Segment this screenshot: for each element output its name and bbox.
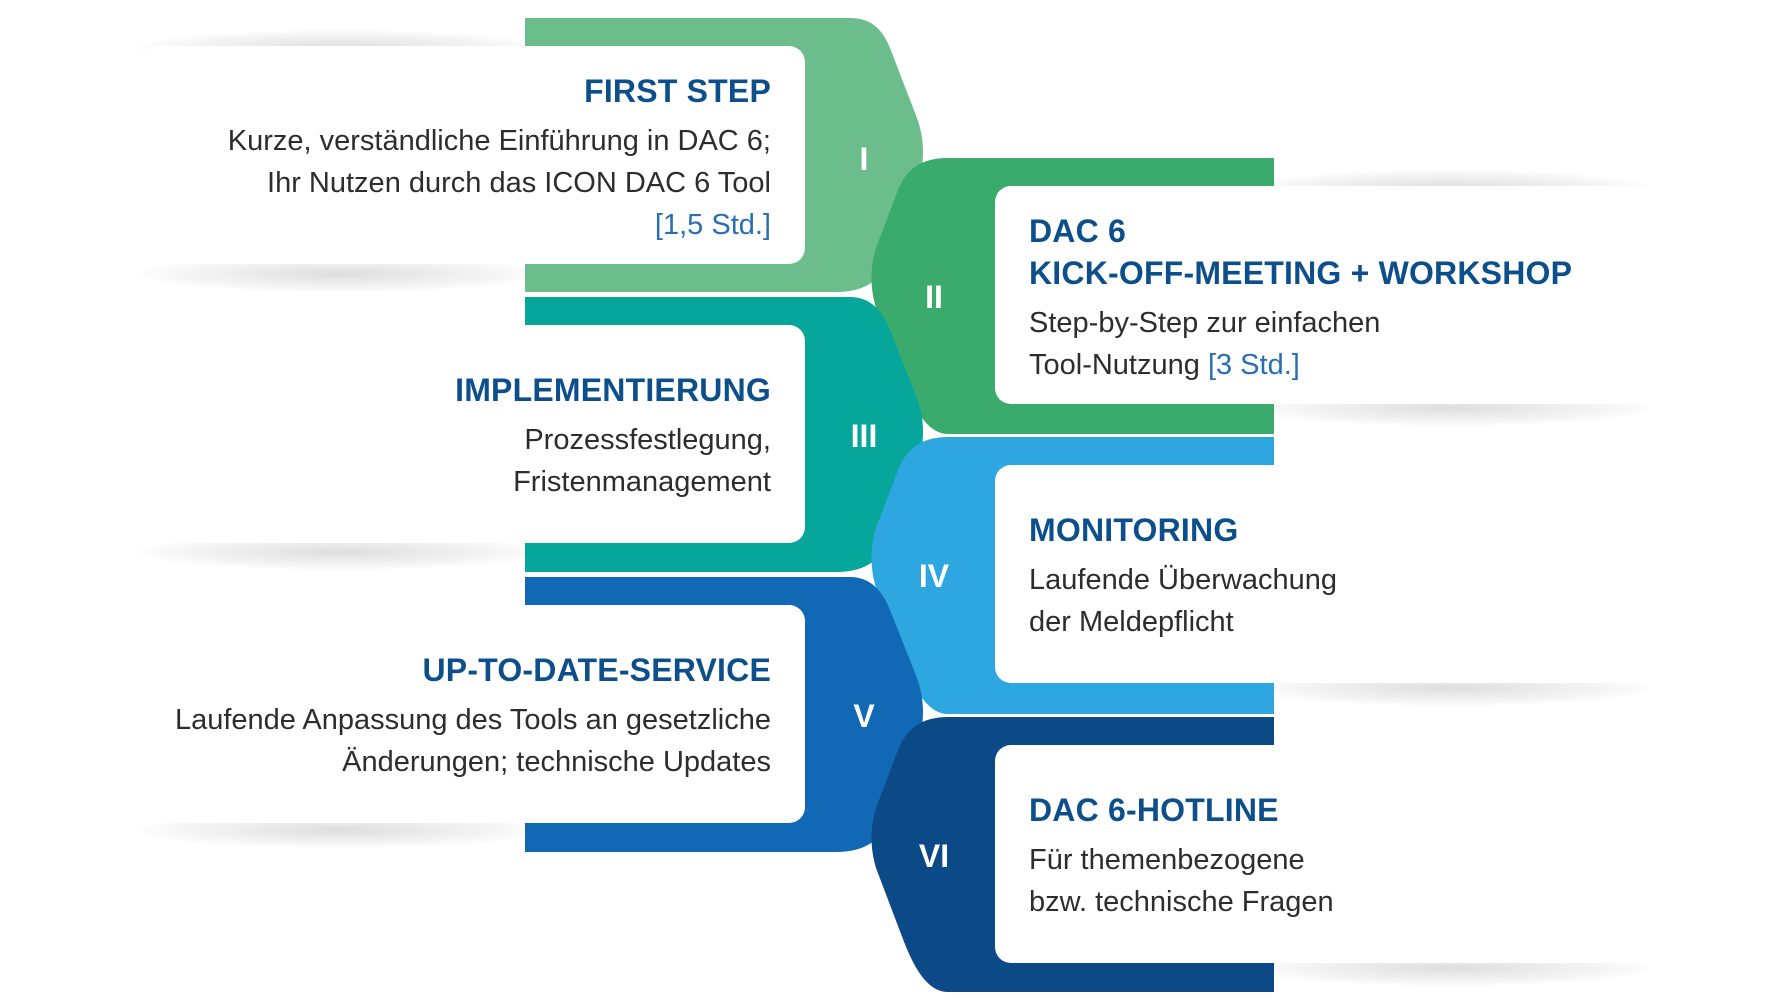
step-4-numeral: IV (919, 558, 950, 594)
step-3-desc-line-1: Prozessfestlegung, (524, 424, 771, 456)
step-6-description: Für themenbezogene bzw. technische Frage… (1029, 839, 1630, 923)
step-4-desc-line-1: Laufende Überwachung (1029, 564, 1337, 596)
step-2-title-line-1: DAC 6 (1029, 213, 1127, 249)
step-4-title: MONITORING (1029, 512, 1239, 548)
step-3-card: IMPLEMENTIERUNG Prozessfestlegung, Frist… (140, 325, 805, 543)
step-1-desc-line-2: Ihr Nutzen durch das ICON DAC 6 Tool (267, 167, 771, 199)
step-6-card: DAC 6-HOTLINE Für themenbezogene bzw. te… (995, 745, 1650, 963)
step-2-description: Step-by-Step zur einfachen Tool-Nutzung … (1029, 302, 1630, 386)
step-1-desc-line-1: Kurze, verständliche Einführung in DAC 6… (227, 125, 771, 157)
step-2-title-line-2: KICK-OFF-MEETING + WORKSHOP (1029, 255, 1573, 291)
step-6-desc-line-2: bzw. technische Fragen (1029, 886, 1334, 918)
step-2-desc-line-2: Tool-Nutzung (1029, 349, 1200, 381)
step-1-card: FIRST STEP Kurze, verständliche Einführu… (140, 46, 805, 264)
step-3-numeral: III (851, 418, 878, 454)
step-3-description: Prozessfestlegung, Fristenmanagement (160, 419, 771, 503)
step-2-card: DAC 6 KICK-OFF-MEETING + WORKSHOP Step-b… (995, 186, 1650, 404)
step-4-description: Laufende Überwachung der Meldepflicht (1029, 559, 1630, 643)
step-5-card: UP-TO-DATE-SERVICE Laufende Anpassung de… (140, 605, 805, 823)
step-2-desc-line-1: Step-by-Step zur einfachen (1029, 307, 1381, 339)
step-5-description: Laufende Anpassung des Tools an gesetzli… (160, 699, 771, 783)
step-5-numeral: V (853, 698, 875, 734)
step-5-desc-line-2: Änderungen; technische Updates (342, 746, 771, 778)
step-1-description: Kurze, verständliche Einführung in DAC 6… (160, 120, 771, 246)
step-2-numeral: II (925, 279, 943, 315)
step-3-desc-line-2: Fristenmanagement (513, 466, 771, 498)
step-1-duration: [1,5 Std.] (654, 209, 771, 241)
step-5-desc-line-1: Laufende Anpassung des Tools an gesetzli… (174, 704, 771, 736)
step-1-title: FIRST STEP (584, 73, 771, 109)
step-4-card: MONITORING Laufende Überwachung der Meld… (995, 465, 1650, 683)
step-1-numeral: I (860, 141, 869, 177)
step-6-numeral: VI (919, 838, 949, 874)
step-4-desc-line-2: der Meldepflicht (1029, 606, 1234, 638)
step-3-title: IMPLEMENTIERUNG (455, 372, 771, 408)
step-5-title: UP-TO-DATE-SERVICE (422, 652, 771, 688)
step-2-title: DAC 6 KICK-OFF-MEETING + WORKSHOP (1029, 210, 1630, 294)
step-2-desc-line-2-wrap: Tool-Nutzung [3 Std.] (1029, 344, 1630, 386)
step-6-desc-line-1: Für themenbezogene (1029, 844, 1305, 876)
step-6-title: DAC 6-HOTLINE (1029, 792, 1279, 828)
step-2-duration: [3 Std.] (1207, 349, 1300, 381)
